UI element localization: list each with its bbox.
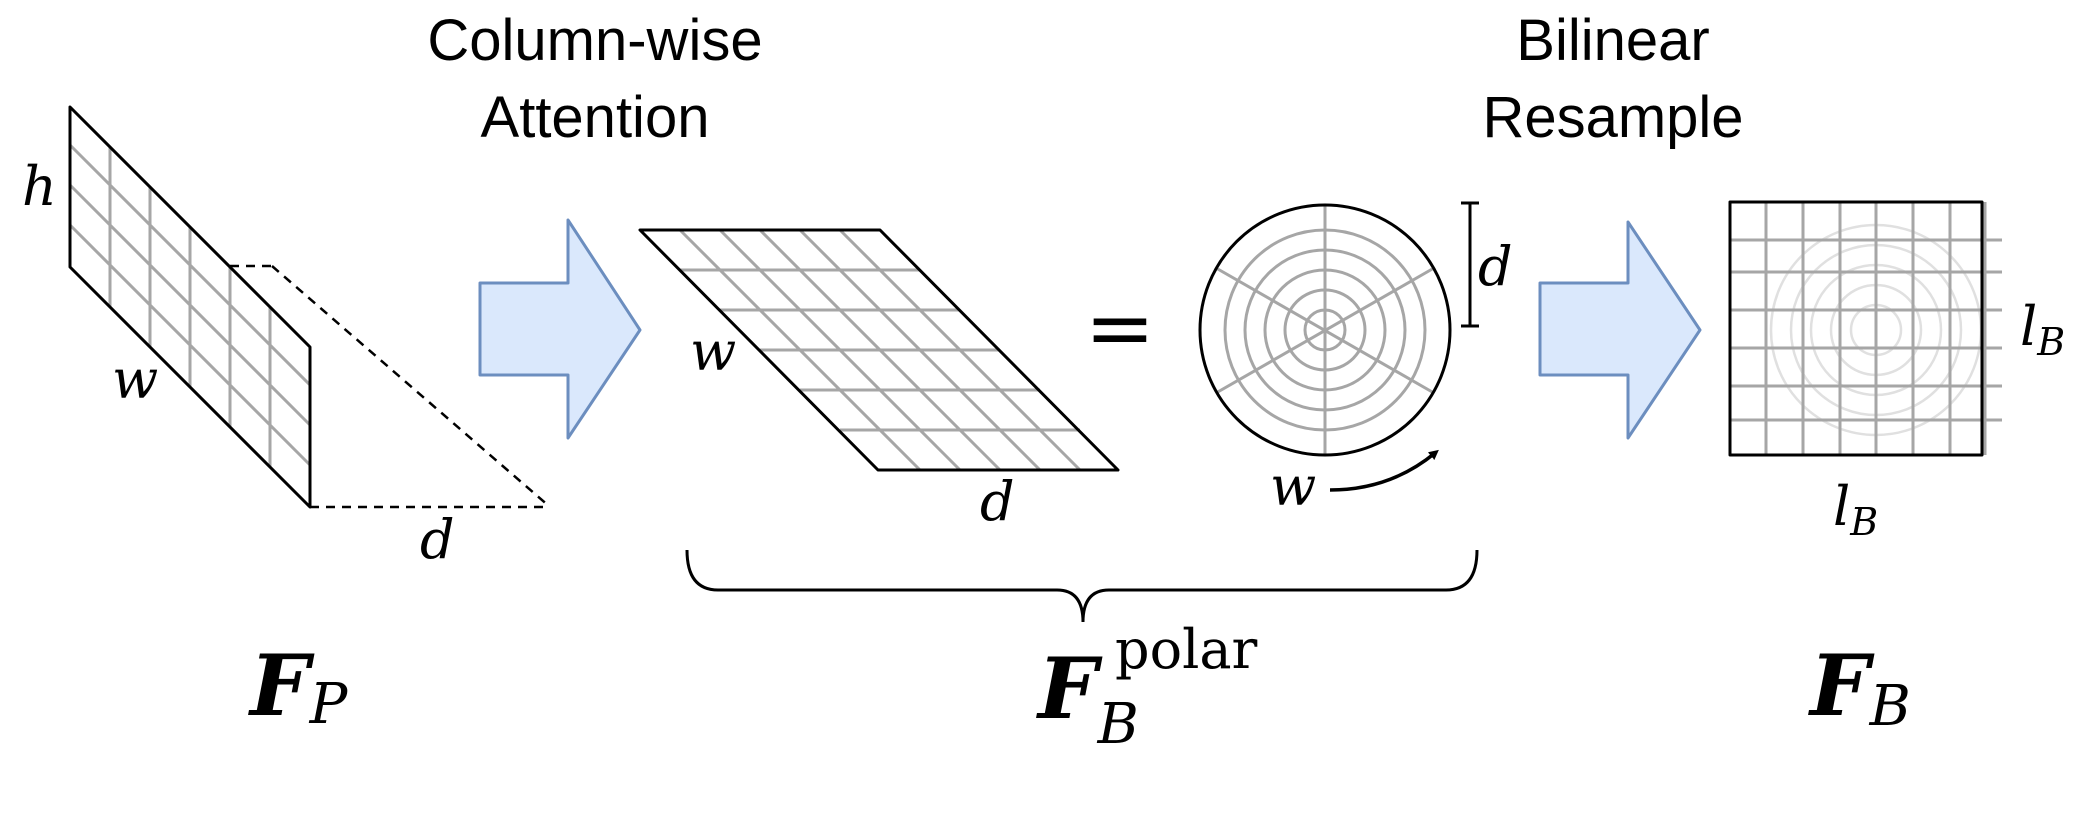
heading-column-attention-line2: Attention	[481, 85, 710, 150]
bev-feature-name-sub: B	[1869, 674, 1911, 739]
bev-side-label-base: l	[2020, 295, 2037, 358]
polar-disc	[1198, 203, 1452, 457]
bev-bottom-label-sub: B	[1849, 500, 1878, 544]
bev-side-label-sub: B	[2036, 320, 2065, 364]
perspective-depth-projection	[230, 264, 551, 509]
bev-feature-name: FB	[1808, 636, 1911, 739]
bev-side-label: lB	[2020, 295, 2065, 364]
heading-bilinear-resample-line2: Resample	[1482, 85, 1743, 150]
polar-feature-grid	[638, 228, 1120, 472]
polar-feature-name: FBpolar	[1036, 618, 1258, 757]
radius-bracket	[1461, 201, 1479, 328]
heading-bilinear-resample-line1: Bilinear	[1516, 8, 1709, 73]
perspective-height-label: h	[22, 155, 57, 218]
perspective-width-label: w	[112, 348, 158, 411]
perspective-feature-name-base: F	[248, 636, 315, 735]
perspective-depth-label: d	[420, 508, 455, 571]
polar-brace	[685, 549, 1479, 623]
bev-feature-name-base: F	[1808, 636, 1875, 735]
bilinear-resample-arrow	[1538, 220, 1702, 440]
bev-bottom-label-base: l	[1833, 475, 1850, 538]
perspective-feature-name-sub: P	[309, 672, 349, 737]
polar-angle-label: w	[1270, 455, 1316, 518]
perspective-feature-name: FP	[248, 636, 349, 737]
column-attention-arrow	[478, 218, 642, 440]
polar-width-label: w	[690, 320, 736, 383]
bev-feature-grid	[1728, 200, 2002, 457]
polar-feature-name-base: F	[1036, 639, 1103, 738]
perspective-feature-grid	[68, 105, 312, 509]
equals-sign: =	[1085, 279, 1155, 377]
polar-feature-name-sub: B	[1097, 692, 1139, 757]
heading-column-attention-line1: Column-wise	[427, 8, 762, 73]
polar-radius-label: d	[1478, 235, 1513, 298]
polar-depth-label: d	[980, 470, 1015, 533]
bev-bottom-label: lB	[1833, 475, 1878, 544]
angle-direction-arrow	[1329, 449, 1439, 492]
polar-feature-name-sup: polar	[1115, 618, 1258, 681]
